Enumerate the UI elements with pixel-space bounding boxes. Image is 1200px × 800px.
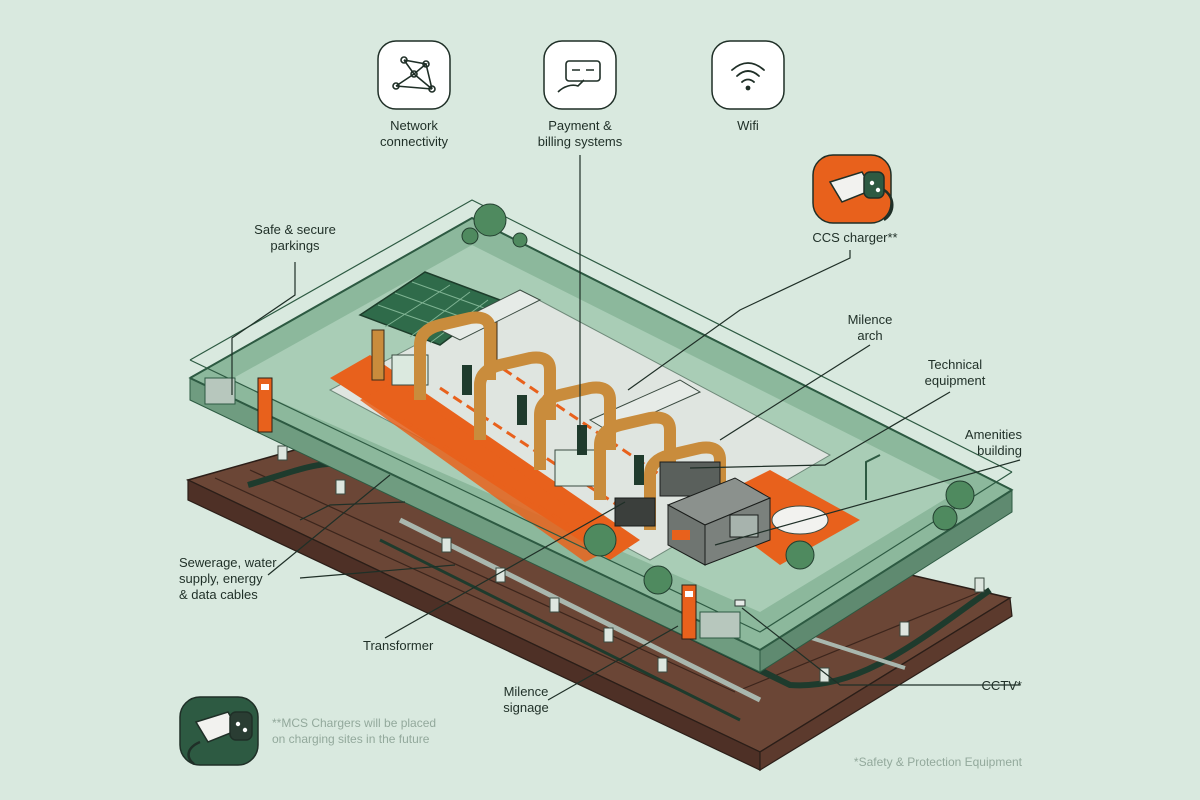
leader-transformer	[384, 501, 626, 639]
charging-arches	[414, 311, 726, 530]
milence-sign-totem-entry	[257, 377, 273, 433]
label-wifi: Wifi	[737, 118, 759, 133]
label-ccs-charger: CCS charger**	[812, 230, 898, 245]
bollards	[277, 445, 985, 683]
callout-lines	[231, 155, 1021, 701]
note-safety-equipment: *Safety & Protection Equipment	[853, 755, 1022, 769]
label-transformer: Transformer	[363, 638, 434, 653]
label-technical-equipment: Technical equipment	[924, 357, 986, 388]
round-bench	[771, 505, 829, 535]
charger-posts	[462, 365, 644, 485]
leader-parking	[231, 262, 296, 395]
note-mcs-chargers: **MCS Chargers will be placed on chargin…	[272, 716, 437, 746]
light-pole	[865, 454, 881, 500]
label-network-connectivity: Network connectivity	[380, 118, 448, 149]
leader-technical	[689, 391, 951, 469]
mcs-plug-icon	[179, 696, 259, 766]
label-sewerage-cables: Sewerage, water supply, energy & data ca…	[179, 555, 277, 602]
amenities-building	[666, 477, 772, 566]
perimeter-fence	[189, 199, 1013, 652]
trees	[461, 203, 975, 595]
card-payment-icon	[543, 40, 617, 110]
network-nodes-icon	[377, 40, 451, 110]
label-milence-arch: Milence arch	[847, 312, 893, 343]
milence-sign-totem-exit	[681, 584, 697, 640]
wifi-icon	[711, 40, 785, 110]
leader-amenities	[714, 459, 1021, 546]
soil-block	[185, 439, 1013, 772]
entry-gate	[204, 377, 236, 405]
ccs-plug-icon	[812, 154, 894, 224]
leader-ccs	[627, 250, 851, 391]
label-milence-signage: Milence signage	[503, 684, 549, 715]
label-payment-billing: Payment & billing systems	[537, 118, 623, 149]
label-safe-parking: Safe & secure parkings	[254, 222, 336, 253]
leader-sewerage-1	[267, 474, 391, 576]
leader-signage	[547, 625, 679, 701]
label-amenities-building: Amenities building	[964, 427, 1022, 458]
leader-sewerage-3	[299, 501, 406, 521]
exit-gate	[699, 611, 741, 639]
leader-cctv	[741, 607, 1020, 686]
label-cctv: CCTV*	[981, 678, 1022, 693]
transformer-unit	[614, 497, 656, 527]
leader-arch	[719, 344, 871, 441]
truck-right	[554, 379, 702, 487]
cctv-camera	[734, 599, 746, 607]
leader-sewerage-2	[299, 564, 456, 579]
